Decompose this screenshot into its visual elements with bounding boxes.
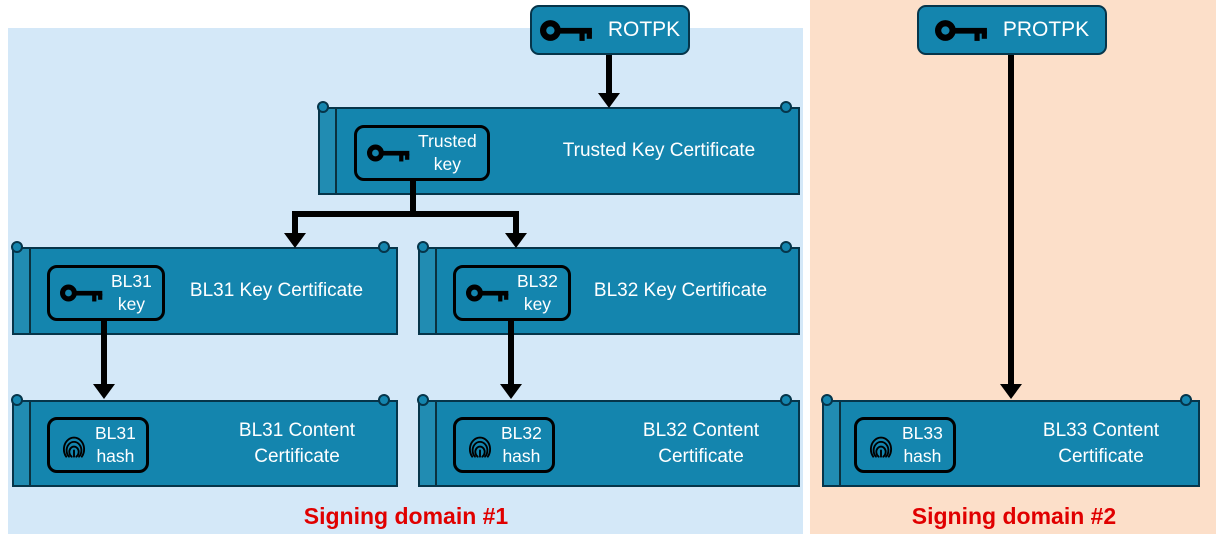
protpk-label: PROTPK xyxy=(1002,18,1090,41)
badge-line2: hash xyxy=(96,446,135,466)
badge-line2: hash xyxy=(502,446,541,466)
bl33-hash-badge: BL33 hash xyxy=(854,417,956,473)
badge-label: BL32 key xyxy=(517,270,558,316)
badge-line2: hash xyxy=(903,446,942,466)
badge-line1: Trusted xyxy=(418,131,477,152)
certificate-title: BL33 Content Certificate xyxy=(1042,419,1160,467)
key-icon xyxy=(540,17,594,44)
arrow-trusted-stem-line xyxy=(410,179,416,213)
arrow-bl32-key-to-content-line xyxy=(508,319,514,386)
protpk-node: PROTPK xyxy=(917,5,1107,55)
badge-line2: key xyxy=(117,294,146,314)
arrow-rotpk-to-trusted-line xyxy=(606,55,612,95)
certificate-title: BL31 Content Certificate xyxy=(238,419,356,467)
certificate-title: BL32 Content Certificate xyxy=(642,419,760,467)
fingerprint-icon xyxy=(468,436,492,458)
badge-line1: BL31 xyxy=(95,423,136,444)
certificate-title: BL32 Key Certificate xyxy=(593,280,768,302)
badge-label: BL31 hash xyxy=(95,422,136,468)
scroll-curl-icon xyxy=(11,394,23,406)
scroll-roll-edge xyxy=(420,249,437,333)
scroll-curl-icon xyxy=(1180,394,1192,406)
bl31-content-certificate: BL31 hash BL31 Content Certificate xyxy=(11,394,398,487)
scroll-curl-icon xyxy=(317,101,329,113)
bl31-key-badge: BL31 key xyxy=(47,265,165,321)
arrow-branch-bar xyxy=(292,211,519,217)
badge-line2: key xyxy=(433,154,461,174)
scroll-curl-icon xyxy=(378,241,390,253)
trusted-key-certificate: Trusted key Trusted Key Certificate xyxy=(317,101,800,195)
bl32-content-certificate: BL32 hash BL32 Content Certificate xyxy=(417,394,800,487)
signing-domain-2-label: Signing domain #2 xyxy=(911,503,1117,529)
arrow-bl32-key-to-content-head xyxy=(500,384,522,399)
arrow-rotpk-to-trusted-head xyxy=(598,93,620,108)
scroll-roll-edge xyxy=(420,402,437,485)
badge-line2: key xyxy=(523,294,552,314)
bl31-key-certificate: BL31 key BL31 Key Certificate xyxy=(11,241,398,335)
key-icon xyxy=(367,142,411,164)
fingerprint-icon xyxy=(869,436,893,458)
badge-line1: BL31 xyxy=(111,271,152,292)
scroll-curl-icon xyxy=(780,101,792,113)
bl32-hash-badge: BL32 hash xyxy=(453,417,555,473)
badge-line1: BL32 xyxy=(501,423,542,444)
badge-line1: BL33 xyxy=(902,423,943,444)
scroll-curl-icon xyxy=(417,241,429,253)
key-icon xyxy=(60,282,104,304)
scroll-roll-edge xyxy=(824,402,841,485)
scroll-roll-edge xyxy=(14,402,31,485)
key-icon xyxy=(466,282,510,304)
arrow-protpk-to-bl33-line xyxy=(1008,55,1014,386)
arrow-protpk-to-bl33-head xyxy=(1000,384,1022,399)
badge-line1: BL32 xyxy=(517,271,558,292)
rotpk-node: ROTPK xyxy=(530,5,690,55)
certificate-title: Trusted Key Certificate xyxy=(562,140,756,162)
key-icon xyxy=(935,17,989,44)
bl31-hash-badge: BL31 hash xyxy=(47,417,149,473)
fingerprint-icon xyxy=(62,436,86,458)
badge-label: BL33 hash xyxy=(902,422,943,468)
scroll-curl-icon xyxy=(417,394,429,406)
scroll-curl-icon xyxy=(780,394,792,406)
trusted-key-badge: Trusted key xyxy=(354,125,490,181)
arrow-to-bl31-key-head xyxy=(284,233,306,248)
badge-label: Trusted key xyxy=(418,130,477,176)
signing-domain-1-label: Signing domain #1 xyxy=(303,503,509,529)
badge-label: BL32 hash xyxy=(501,422,542,468)
bl32-key-badge: BL32 key xyxy=(453,265,571,321)
scroll-curl-icon xyxy=(780,241,792,253)
certificate-title: BL31 Key Certificate xyxy=(189,280,364,302)
badge-label: BL31 key xyxy=(111,270,152,316)
rotpk-label: ROTPK xyxy=(607,18,681,41)
scroll-curl-icon xyxy=(821,394,833,406)
arrow-bl31-key-to-content-head xyxy=(93,384,115,399)
bl33-content-certificate: BL33 hash BL33 Content Certificate xyxy=(821,394,1200,487)
arrow-bl31-key-to-content-line xyxy=(101,319,107,386)
arrow-to-bl31-key-line xyxy=(292,213,298,235)
scroll-roll-edge xyxy=(14,249,31,333)
arrow-to-bl32-key-head xyxy=(505,233,527,248)
scroll-curl-icon xyxy=(378,394,390,406)
scroll-roll-edge xyxy=(320,109,337,193)
scroll-curl-icon xyxy=(11,241,23,253)
arrow-to-bl32-key-line xyxy=(513,213,519,235)
bl32-key-certificate: BL32 key BL32 Key Certificate xyxy=(417,241,800,335)
